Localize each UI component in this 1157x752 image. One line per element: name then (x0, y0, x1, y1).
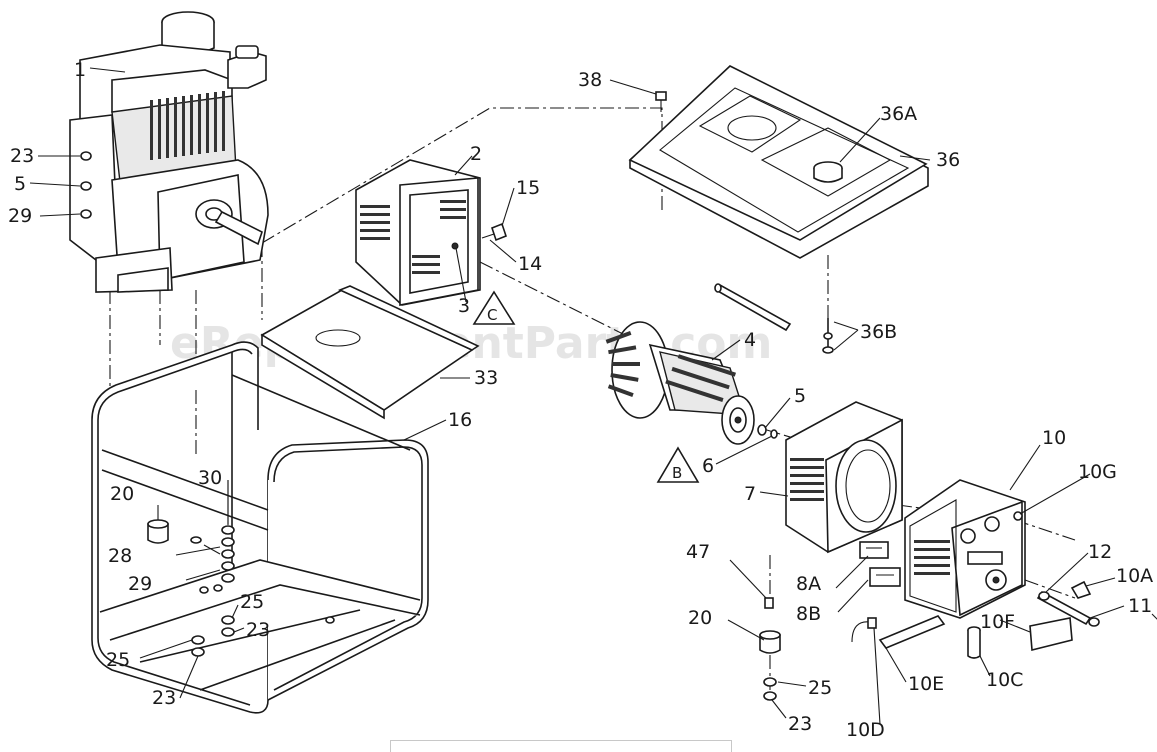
frame-hardware (147, 480, 235, 657)
callout-20-right: 20 (688, 607, 712, 629)
callout-36b: 36B (860, 321, 897, 343)
callout-36a: 36A (880, 103, 917, 125)
callout-10a: 10A (1116, 565, 1153, 587)
callout-10: 10 (1042, 427, 1066, 449)
base-plate (260, 285, 480, 420)
leader-lines (29, 67, 1157, 725)
callout-15: 15 (516, 177, 540, 199)
callout-28: 28 (108, 545, 132, 567)
stator-housing (785, 401, 903, 587)
callout-10e: 10E (908, 673, 944, 695)
callout-10c: 10C (986, 669, 1023, 691)
callout-23-a: 23 (10, 145, 34, 167)
callout-8a: 8A (796, 573, 821, 595)
fuel-tank (628, 65, 929, 354)
callout-7: 7 (744, 483, 756, 505)
callout-25-c: 25 (808, 677, 832, 699)
callout-2: 2 (470, 143, 482, 165)
callout-36: 36 (936, 149, 960, 171)
callout-47: 47 (686, 541, 710, 563)
callout-20-left: 20 (110, 483, 134, 505)
callout-23-d: 23 (788, 713, 812, 735)
callout-12: 12 (1088, 541, 1112, 563)
callout-23-b: 23 (246, 619, 270, 641)
callout-4: 4 (744, 329, 756, 351)
callout-3: 3 (458, 295, 470, 317)
callout-38: 38 (578, 69, 602, 91)
callout-1: 1 (74, 59, 86, 81)
through-bolt (714, 283, 792, 332)
frame (91, 341, 429, 714)
callout-33: 33 (474, 367, 498, 389)
callout-16: 16 (448, 409, 472, 431)
note-c-label: C (487, 306, 497, 324)
callout-23-c: 23 (152, 687, 176, 709)
callout-10d: 10D (846, 719, 885, 741)
callout-29-mid: 29 (128, 573, 152, 595)
callout-30: 30 (198, 467, 222, 489)
callout-6: 6 (702, 455, 714, 477)
note-triangle-c: C (472, 290, 516, 325)
callout-11: 11 (1128, 595, 1152, 617)
callout-8b: 8B (796, 603, 821, 625)
rotor (605, 321, 778, 445)
callout-5-left: 5 (14, 173, 26, 195)
callout-14: 14 (518, 253, 542, 275)
callout-10g: 10G (1078, 461, 1117, 483)
control-panel (759, 479, 1100, 701)
bottom-frame-edge (390, 740, 732, 752)
blower-housing (355, 159, 507, 306)
callout-25-a: 25 (106, 649, 130, 671)
note-b-label: B (672, 464, 682, 482)
callout-25-b: 25 (240, 591, 264, 613)
engine (69, 11, 269, 293)
callout-10f: 10F (980, 611, 1015, 633)
callout-labels: 1 23 5 29 2 15 14 3 4 5 6 7 33 16 30 20 … (8, 59, 1153, 741)
callout-29-left: 29 (8, 205, 32, 227)
callout-5-right: 5 (794, 385, 806, 407)
note-triangle-b: B (656, 446, 700, 483)
